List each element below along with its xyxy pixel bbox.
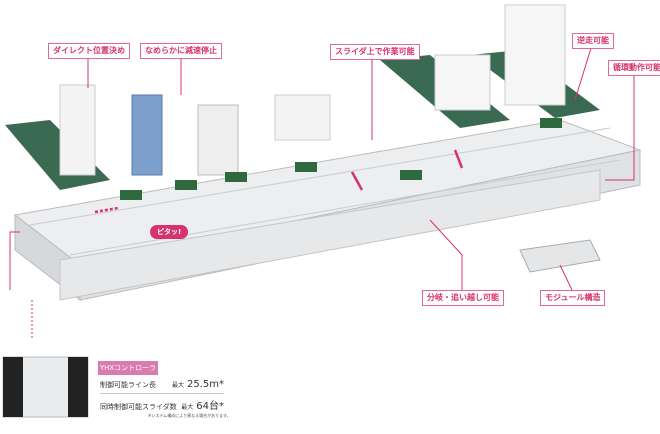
callout-smooth-stop: なめらかに減速停止 [140, 43, 222, 59]
spec-prefix: 最大 [171, 382, 184, 389]
footnote: ※システム構成により異なる場合があります。 [148, 413, 231, 418]
robots [59, 4, 566, 176]
spec-label: 制御可能ライン長 [100, 381, 156, 389]
callout-branch-overtake: 分岐・追い越し可能 [422, 290, 504, 306]
sliders [120, 118, 562, 200]
spec-value: 64台* [196, 401, 224, 412]
stop-bubble: ピタッ! [150, 225, 189, 239]
spec-value: 25.5m* [186, 379, 224, 390]
leader-lines [9, 47, 635, 340]
spec-label: 同時制御可能スライダ数 [100, 403, 177, 411]
callout-modular: モジュール構造 [540, 290, 606, 306]
callout-reverse: 逆走可能 [572, 33, 614, 49]
spec-prefix: 最大 [181, 404, 194, 411]
linear-rail-frame [13, 119, 642, 302]
callout-work-on-slider: スライダ上で作業可能 [330, 44, 420, 60]
callout-direct-positioning: ダイレクト位置決め [48, 43, 130, 59]
yhx-controller-image [2, 356, 89, 418]
callout-circulation: 循環動作可能 [608, 60, 660, 76]
controller-title: YHXコントローラ [98, 361, 158, 375]
